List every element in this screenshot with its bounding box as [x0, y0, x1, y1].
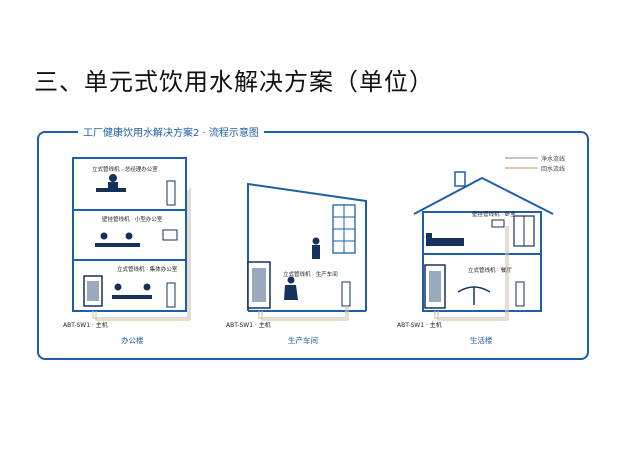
host-unit-icon	[252, 268, 266, 302]
person-icon	[143, 283, 151, 291]
desk-icon	[112, 295, 152, 299]
desk-icon	[95, 243, 140, 247]
dorm-room-label: 壁挂管线机 · 卧室	[472, 210, 516, 218]
dispenser-icon	[162, 229, 178, 241]
office-building-name: 办公楼	[121, 335, 144, 345]
pipe-line	[437, 226, 509, 321]
pipe-line	[258, 306, 347, 319]
worker-icon	[312, 245, 320, 259]
pipe-line	[261, 306, 349, 321]
dispenser-icon	[341, 281, 351, 307]
dorm-building: 壁挂管线机 · 卧室 立式管线机 · 餐厅 ABT-SW1 · 主机 生活楼	[397, 171, 554, 345]
worker-icon	[312, 237, 320, 245]
office-room-label: 立式管线机 · 集体办公室	[117, 265, 178, 273]
host-unit-icon	[87, 281, 99, 301]
worker-icon	[284, 285, 298, 300]
legend-clean-label: 净水流线	[541, 155, 565, 163]
person-icon	[125, 232, 133, 240]
dorm-roof	[413, 176, 554, 215]
diagram-frame	[37, 131, 589, 360]
workshop-building-name: 生产车间	[288, 335, 318, 345]
legend: 净水流线 回水流线	[505, 155, 565, 173]
bed-icon	[430, 238, 464, 246]
dispenser-icon	[491, 219, 505, 228]
worker-icon	[287, 276, 295, 284]
person-icon	[114, 283, 122, 291]
pipe-line	[95, 188, 191, 321]
person-icon	[108, 182, 118, 190]
dorm-host-label: ABT-SW1 · 主机	[397, 321, 442, 329]
pipe-line	[434, 226, 507, 319]
office-outline	[72, 157, 187, 312]
office-building: 立式管线机 · 总经理办公室 壁挂管线机 · 小型办公室 立式管线机 · 集体办…	[63, 157, 191, 345]
bed-icon	[426, 233, 432, 246]
person-icon	[100, 232, 108, 240]
workshop-host-label: ABT-SW1 · 主机	[226, 321, 271, 329]
person-icon	[109, 174, 117, 182]
office-room-label: 壁挂管线机 · 小型办公室	[102, 215, 163, 223]
office-room-label: 立式管线机 · 总经理办公室	[92, 165, 158, 173]
dispenser-icon	[166, 282, 176, 308]
workshop-building: 立式管线机 · 生产车间 ABT-SW1 · 主机 生产车间	[226, 182, 367, 345]
workshop-room-label: 立式管线机 · 生产车间	[283, 270, 338, 278]
dispenser-icon	[166, 180, 176, 206]
workshop-outline	[247, 182, 367, 311]
dorm-room-label: 立式管线机 · 餐厅	[468, 266, 512, 274]
dorm-outline	[422, 211, 542, 312]
host-unit-icon	[429, 271, 441, 302]
pipe-line	[92, 190, 189, 319]
office-host-label: ABT-SW1 · 主机	[63, 321, 108, 329]
slide-title: 三、单元式饮用水解决方案（单位）	[34, 68, 434, 96]
legend-return-label: 回水流线	[541, 165, 565, 173]
dispenser-icon	[515, 281, 525, 307]
chimney-icon	[454, 171, 466, 187]
dorm-building-name: 生活楼	[470, 335, 493, 345]
diagram-panel-title: 工厂健康饮用水解决方案2 · 流程示意图	[78, 124, 264, 139]
